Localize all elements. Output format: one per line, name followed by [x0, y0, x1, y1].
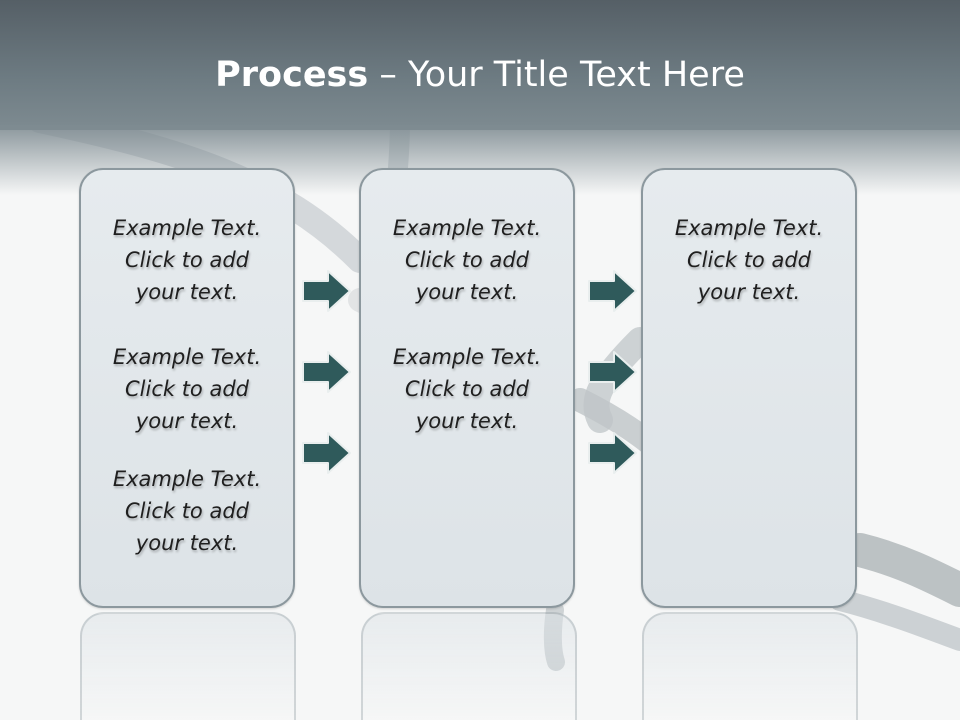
- page-title[interactable]: Process – Your Title Text Here: [0, 52, 960, 98]
- right-arrow-icon[interactable]: [588, 431, 638, 475]
- title-rest: – Your Title Text Here: [368, 55, 745, 95]
- panel-reflection: [361, 612, 577, 720]
- title-strong: Process: [215, 55, 369, 95]
- right-arrow-icon[interactable]: [302, 350, 352, 394]
- text-placeholder[interactable]: Example Text. Click to add your text.: [112, 216, 262, 304]
- text-placeholder[interactable]: Example Text. Click to add your text.: [674, 216, 824, 304]
- text-placeholder[interactable]: Example Text. Click to add your text.: [112, 345, 262, 433]
- right-arrow-icon[interactable]: [588, 269, 638, 313]
- right-arrow-icon[interactable]: [302, 431, 352, 475]
- text-placeholder[interactable]: Example Text. Click to add your text.: [392, 345, 542, 433]
- text-placeholder[interactable]: Example Text. Click to add your text.: [392, 216, 542, 304]
- title-bar: [0, 0, 960, 130]
- process-panel-3[interactable]: Example Text. Click to add your text.: [641, 168, 857, 608]
- process-panel-1[interactable]: Example Text. Click to add your text. Ex…: [79, 168, 295, 608]
- right-arrow-icon[interactable]: [588, 350, 638, 394]
- text-placeholder[interactable]: Example Text. Click to add your text.: [112, 467, 262, 555]
- right-arrow-icon[interactable]: [302, 269, 352, 313]
- panel-reflection: [642, 612, 858, 720]
- process-panel-2[interactable]: Example Text. Click to add your text. Ex…: [359, 168, 575, 608]
- panel-reflection: [80, 612, 296, 720]
